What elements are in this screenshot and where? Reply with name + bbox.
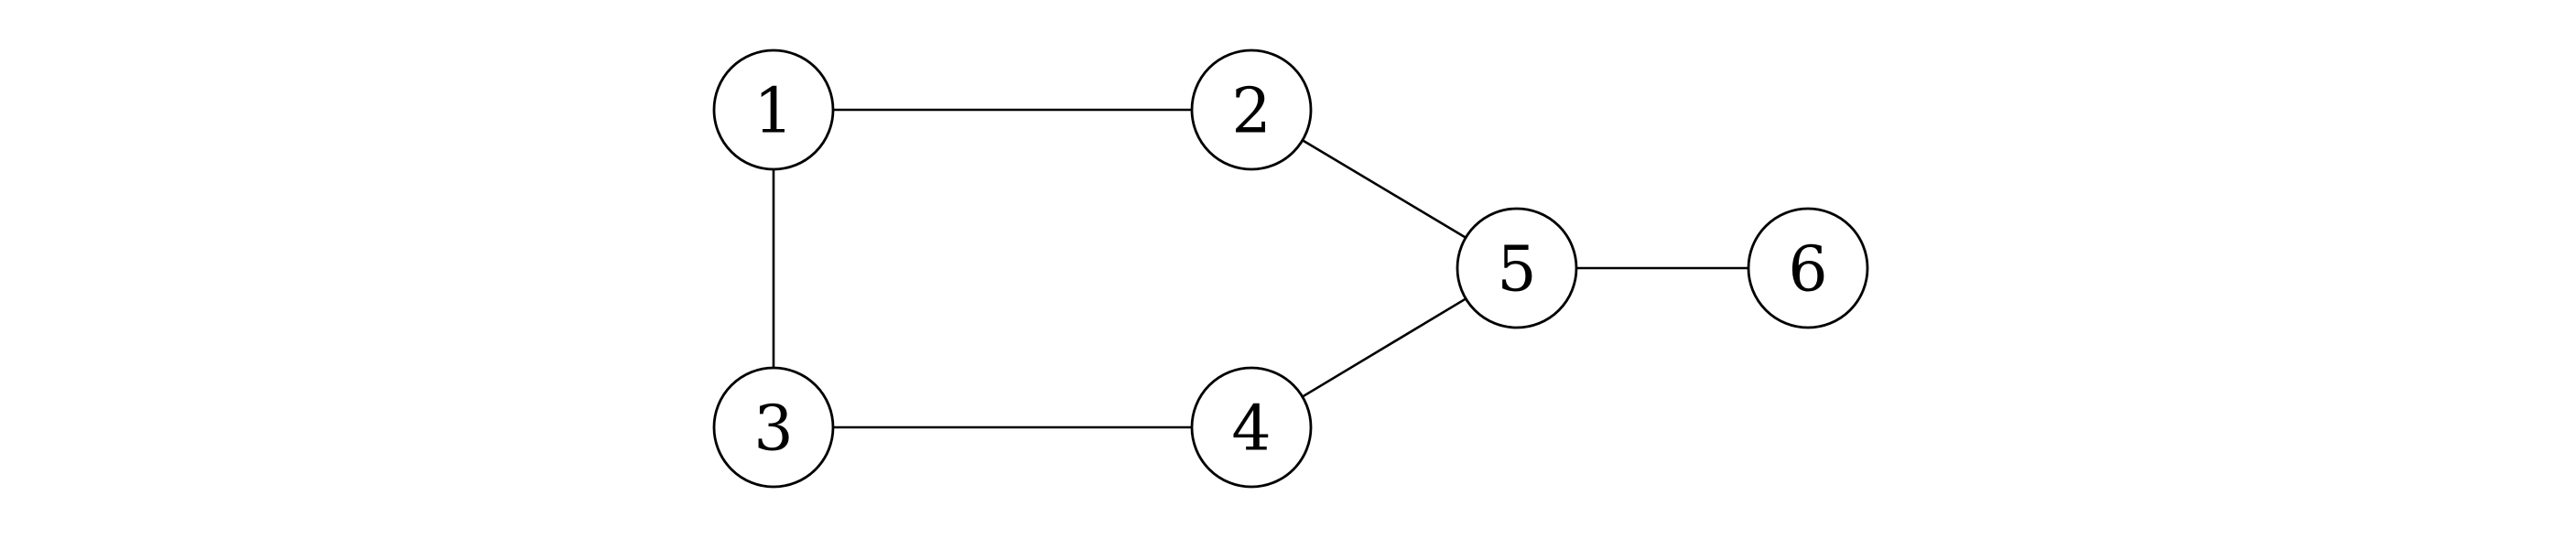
node-label: 5 (1497, 234, 1536, 307)
node-5: 5 (1456, 207, 1578, 329)
node-circle (712, 48, 835, 171)
node-label: 1 (753, 76, 793, 148)
node-label: 4 (1231, 393, 1271, 466)
node-4: 4 (1190, 366, 1313, 489)
node-label: 3 (753, 393, 793, 466)
node-label: 2 (1231, 76, 1271, 148)
node-6: 6 (1747, 207, 1869, 329)
node-circle (1747, 207, 1869, 329)
node-1: 1 (712, 48, 835, 171)
node-circle (712, 366, 835, 489)
node-3: 3 (712, 366, 835, 489)
node-label: 6 (1788, 234, 1827, 307)
node-2: 2 (1190, 48, 1313, 171)
nodes-layer: 1 2 3 4 5 6 (712, 48, 1869, 489)
edge-2-5 (1302, 139, 1467, 239)
edges-layer (772, 108, 1748, 429)
edge-4-5 (1302, 297, 1467, 398)
node-circle (1190, 48, 1313, 171)
node-circle (1456, 207, 1578, 329)
node-circle (1190, 366, 1313, 489)
